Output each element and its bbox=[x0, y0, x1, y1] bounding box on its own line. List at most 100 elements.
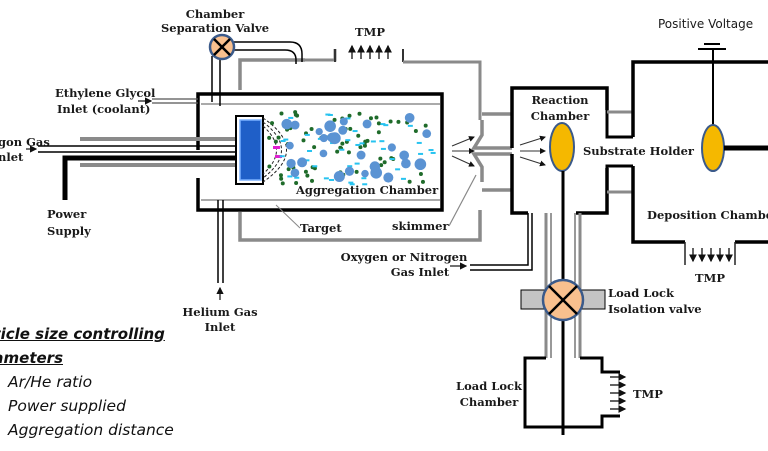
ion-particle bbox=[416, 141, 422, 144]
load-lock-isolation-valve[interactable] bbox=[520, 278, 606, 322]
target-leader bbox=[275, 204, 301, 229]
atom-particle bbox=[347, 113, 352, 118]
cluster-particle bbox=[315, 127, 323, 136]
label-ethylene-glycol-2: Inlet (coolant) bbox=[57, 102, 150, 116]
helium-gas-inlet bbox=[216, 200, 224, 300]
atom-particle bbox=[418, 171, 423, 176]
atom-particle bbox=[270, 121, 275, 126]
cluster-particle bbox=[383, 172, 394, 183]
label-power-supply-1: Power bbox=[47, 207, 87, 221]
label-chamber-separation-valve-1: Chamber bbox=[186, 7, 245, 21]
cluster-particle bbox=[401, 158, 411, 169]
ion-particle bbox=[339, 148, 345, 151]
atom-particle bbox=[301, 138, 306, 143]
cluster-particle bbox=[328, 132, 341, 145]
label-helium-gas-2: Inlet bbox=[205, 320, 236, 334]
label-power-supply-2: Supply bbox=[47, 224, 91, 238]
ion-particle bbox=[361, 177, 367, 180]
ion-particle bbox=[329, 178, 335, 181]
cluster-particle bbox=[290, 168, 300, 178]
ion-particle bbox=[352, 130, 358, 133]
label-reaction-chamber-1: Reaction bbox=[531, 93, 589, 107]
ion-particle bbox=[323, 177, 329, 180]
label-chamber-separation-valve-2: Separation Valve bbox=[161, 21, 269, 35]
atom-particle bbox=[273, 139, 278, 144]
atom-particle bbox=[356, 133, 361, 138]
ion-particle bbox=[354, 162, 360, 165]
ion-particle bbox=[312, 165, 318, 168]
atom-particle bbox=[312, 145, 317, 150]
ion-particle bbox=[325, 113, 331, 116]
atom-particle bbox=[357, 111, 362, 116]
ion-particle bbox=[349, 183, 355, 186]
tmp-top-port bbox=[305, 44, 482, 120]
ion-particle bbox=[395, 168, 401, 171]
atom-particle bbox=[305, 173, 310, 178]
positive-voltage-terminal bbox=[698, 43, 726, 125]
cluster-particle bbox=[339, 117, 348, 126]
ion-particle bbox=[347, 165, 353, 168]
cluster-particle bbox=[281, 118, 293, 130]
cluster-particle bbox=[344, 166, 355, 176]
parameter-item: Aggregation distance bbox=[8, 421, 174, 439]
atom-particle bbox=[354, 169, 359, 174]
particle-size-parameters: rticle size controlling rameters Ar/He r… bbox=[0, 322, 174, 442]
label-ethylene-glycol-1: Ethylene Glycol bbox=[55, 86, 156, 100]
label-reaction-chamber-2: Chamber bbox=[531, 109, 590, 123]
label-tmp-right: TMP bbox=[695, 271, 725, 285]
ion-particle bbox=[418, 152, 424, 155]
cluster-particle bbox=[399, 150, 410, 161]
ion-particle bbox=[294, 176, 300, 179]
label-target: Target bbox=[300, 221, 342, 235]
reaction-chamber-walls bbox=[510, 86, 609, 215]
atom-particle bbox=[280, 181, 285, 186]
ion-particle bbox=[400, 177, 406, 180]
ion-particle bbox=[380, 147, 386, 150]
ion-particle bbox=[279, 155, 285, 158]
label-oxygen-nitrogen-2: Gas Inlet bbox=[391, 265, 450, 279]
label-deposition-chamber: Deposition Chamber bbox=[647, 208, 768, 222]
ion-particle bbox=[345, 117, 351, 120]
parameter-item: Ar/He ratio bbox=[8, 373, 93, 391]
cluster-particle bbox=[319, 149, 328, 158]
power-supply-line bbox=[62, 155, 236, 200]
label-oxygen-nitrogen-1: Oxygen or Nitrogen bbox=[341, 250, 468, 264]
atom-particle bbox=[294, 180, 299, 185]
ion-particle bbox=[430, 151, 436, 154]
oxygen-nitrogen-inlet bbox=[450, 213, 533, 271]
cluster-particle bbox=[369, 161, 381, 172]
cluster-particle bbox=[333, 171, 345, 183]
atom-particle bbox=[346, 150, 351, 155]
atom-particle bbox=[365, 138, 370, 143]
atom-particle bbox=[332, 117, 337, 122]
atom-particle bbox=[286, 167, 291, 172]
atom-particle bbox=[293, 110, 298, 115]
atom-particle bbox=[396, 119, 401, 124]
chamber-separation-valve[interactable] bbox=[208, 33, 303, 106]
substrate-holder bbox=[701, 124, 768, 172]
deposition-chamber-walls bbox=[631, 60, 768, 265]
beam-arrows-skimmer bbox=[451, 136, 475, 167]
label-load-lock-isolation-1: Load Lock bbox=[608, 286, 675, 300]
atom-particle bbox=[303, 169, 308, 174]
label-skimmer: skimmer bbox=[392, 219, 449, 233]
atom-particle bbox=[420, 179, 425, 184]
cluster-particle bbox=[297, 157, 308, 168]
ion-particle bbox=[280, 140, 286, 143]
ion-particle bbox=[407, 124, 413, 127]
target-icon bbox=[239, 119, 262, 181]
ion-particle bbox=[304, 133, 310, 136]
atom-particle bbox=[413, 129, 418, 134]
atom-particle bbox=[310, 178, 315, 183]
ion-particle bbox=[287, 175, 293, 178]
ion-particle bbox=[327, 113, 333, 116]
ion-particle bbox=[370, 140, 376, 143]
atom-particle bbox=[368, 116, 373, 121]
ion-particle bbox=[380, 123, 386, 126]
ion-particle bbox=[288, 116, 294, 119]
cluster-particles bbox=[267, 110, 436, 186]
cluster-particle bbox=[387, 143, 396, 152]
ion-particle bbox=[362, 183, 368, 186]
ion-particle bbox=[283, 138, 289, 141]
